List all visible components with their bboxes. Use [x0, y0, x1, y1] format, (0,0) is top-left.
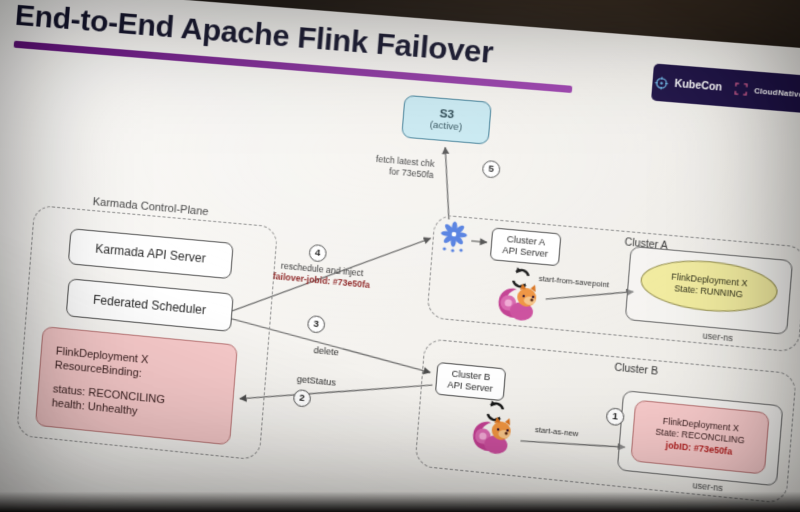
s3-storage-node: S3 (active)	[401, 94, 492, 145]
cluster-a-api-server-node: Cluster A API Server	[489, 227, 562, 267]
kubecon-wheel-icon	[654, 75, 669, 90]
kubecon-label: KubeCon	[674, 78, 723, 94]
cluster-b-api-server-node: Cluster B API Server	[434, 361, 507, 402]
resource-binding-node: FlinkDeployment X ResourceBinding: statu…	[34, 326, 238, 446]
badge-divider	[727, 77, 730, 99]
delete-label: delete	[313, 344, 340, 358]
karmada-flower-icon	[435, 219, 471, 262]
flink-squirrel-icon	[493, 281, 543, 329]
cloudnativecon-label: CloudNativeCon	[753, 85, 800, 101]
s3-name: S3	[439, 107, 455, 121]
spacer	[53, 373, 54, 382]
s3-status: (active)	[429, 118, 463, 133]
cloudnativecon-logo-icon	[734, 82, 748, 95]
flink-squirrel-icon	[467, 414, 516, 462]
